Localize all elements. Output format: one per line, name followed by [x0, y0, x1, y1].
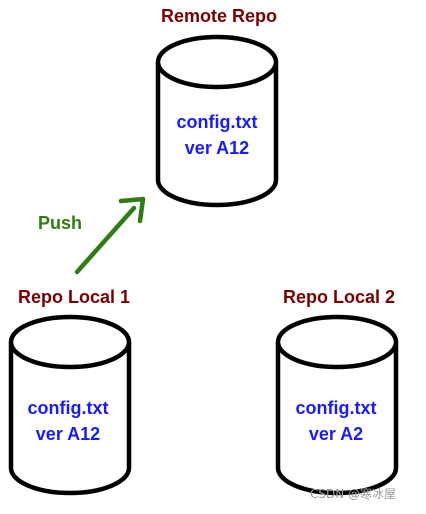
- remote-repo: Remote Repo config.txt ver A12: [155, 6, 279, 208]
- watermark: CSDN @寒冰屋: [310, 486, 396, 501]
- local-repo-2: Repo Local 2 config.txt ver A2: [275, 287, 399, 496]
- push-arrow-head: [118, 196, 146, 224]
- local-repo-2-filename: config.txt: [296, 398, 377, 418]
- local-repo-1: Repo Local 1 config.txt ver A12: [8, 287, 132, 496]
- remote-repo-title: Remote Repo: [161, 6, 277, 26]
- push-arrow: [74, 196, 146, 275]
- remote-repo-version: ver A12: [185, 138, 249, 158]
- push-label: Push: [38, 213, 82, 233]
- local-repo-2-title: Repo Local 2: [283, 287, 395, 307]
- local-repo-1-version: ver A12: [36, 424, 100, 444]
- local-repo-1-cylinder-icon: [8, 314, 132, 496]
- remote-repo-cylinder-icon: [155, 34, 279, 208]
- remote-repo-filename: config.txt: [177, 112, 258, 132]
- local-repo-1-filename: config.txt: [28, 398, 109, 418]
- local-repo-2-cylinder-icon: [275, 314, 399, 496]
- push-arrow-line: [74, 205, 137, 275]
- local-repo-1-title: Repo Local 1: [18, 287, 130, 307]
- local-repo-2-version: ver A2: [309, 424, 363, 444]
